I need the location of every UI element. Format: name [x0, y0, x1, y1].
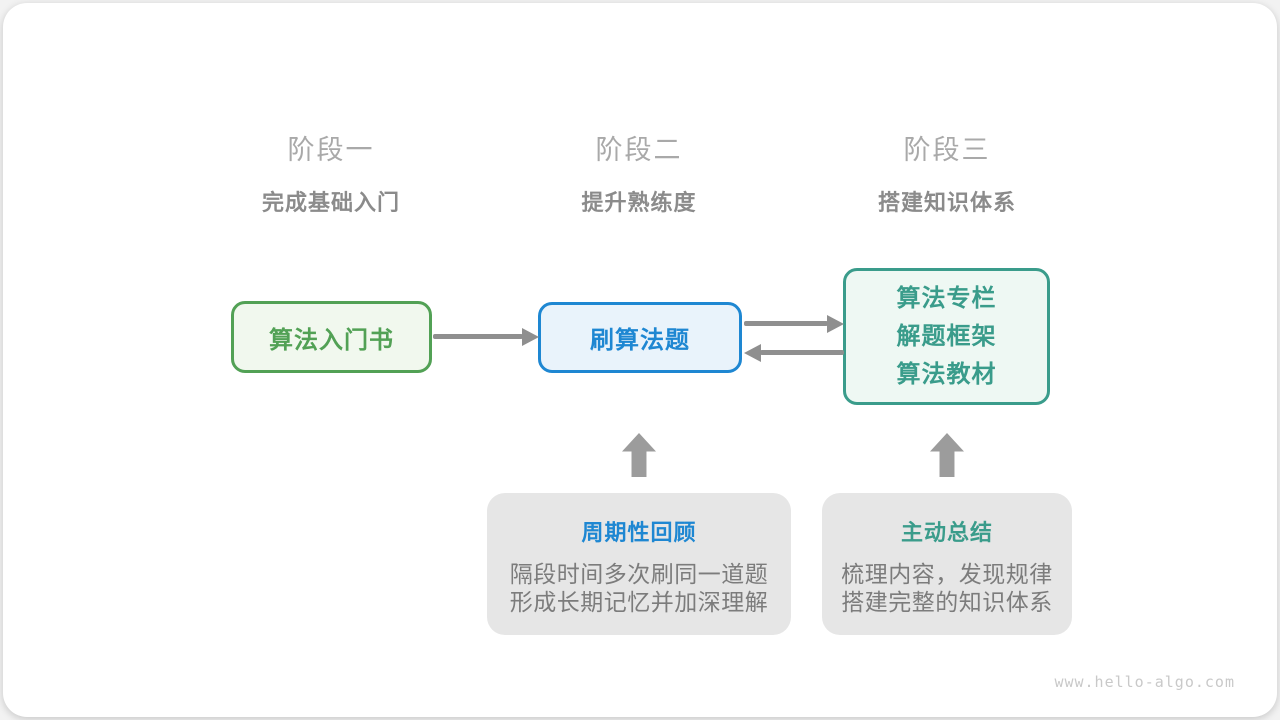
node-resources-line-3: 算法教材 — [896, 360, 997, 388]
up-arrow-review-icon — [622, 433, 656, 477]
arrow-book-to-practice-line — [433, 334, 523, 339]
stage-1-header: 阶段一 完成基础入门 — [181, 128, 481, 217]
note-active-summary-title: 主动总结 — [900, 520, 993, 545]
note-active-summary: 主动总结 梳理内容，发现规律 搭建完整的知识体系 — [822, 493, 1072, 635]
note-periodic-review-body-line-1: 隔段时间多次刷同一道题 — [509, 561, 769, 587]
note-periodic-review-body-line-2: 形成长期记忆并加深理解 — [509, 589, 769, 615]
node-resources-line-2: 解题框架 — [896, 322, 997, 350]
arrow-practice-to-resources-line — [744, 321, 828, 326]
arrow-resources-to-practice-line — [760, 350, 844, 355]
stage-2-header: 阶段二 提升熟练度 — [489, 128, 789, 217]
note-periodic-review: 周期性回顾 隔段时间多次刷同一道题 形成长期记忆并加深理解 — [487, 493, 791, 635]
arrow-practice-to-resources-head-icon — [827, 315, 844, 333]
stage-1-subtitle: 完成基础入门 — [261, 190, 400, 215]
stage-2-title: 阶段二 — [595, 135, 683, 165]
note-active-summary-body: 梳理内容，发现规律 搭建完整的知识体系 — [841, 560, 1053, 616]
note-periodic-review-body: 隔段时间多次刷同一道题 形成长期记忆并加深理解 — [510, 560, 769, 616]
node-intro-book: 算法入门书 — [231, 301, 432, 373]
stage-1-title: 阶段一 — [287, 135, 375, 165]
note-active-summary-body-line-1: 梳理内容，发现规律 — [841, 561, 1053, 587]
arrow-resources-to-practice-head-icon — [744, 344, 761, 362]
arrow-book-to-practice-head-icon — [522, 328, 539, 346]
up-arrow-summary-icon — [930, 433, 964, 477]
note-active-summary-body-line-2: 搭建完整的知识体系 — [841, 589, 1053, 615]
node-resources-line-1: 算法专栏 — [896, 284, 997, 312]
watermark: www.hello-algo.com — [1054, 673, 1235, 691]
node-practice-label: 刷算法题 — [590, 327, 690, 354]
stage-3-header: 阶段三 搭建知识体系 — [797, 128, 1097, 217]
note-periodic-review-title: 周期性回顾 — [581, 520, 697, 545]
stage-3-subtitle: 搭建知识体系 — [877, 190, 1016, 215]
node-practice: 刷算法题 — [538, 302, 742, 373]
node-resources: 算法专栏 解题框架 算法教材 — [843, 268, 1050, 405]
stage-2-subtitle: 提升熟练度 — [581, 190, 697, 215]
stage-3-title: 阶段三 — [903, 135, 991, 165]
diagram-card: 阶段一 完成基础入门 阶段二 提升熟练度 阶段三 搭建知识体系 算法入门书 刷算… — [3, 3, 1277, 717]
node-intro-book-label: 算法入门书 — [269, 326, 394, 354]
